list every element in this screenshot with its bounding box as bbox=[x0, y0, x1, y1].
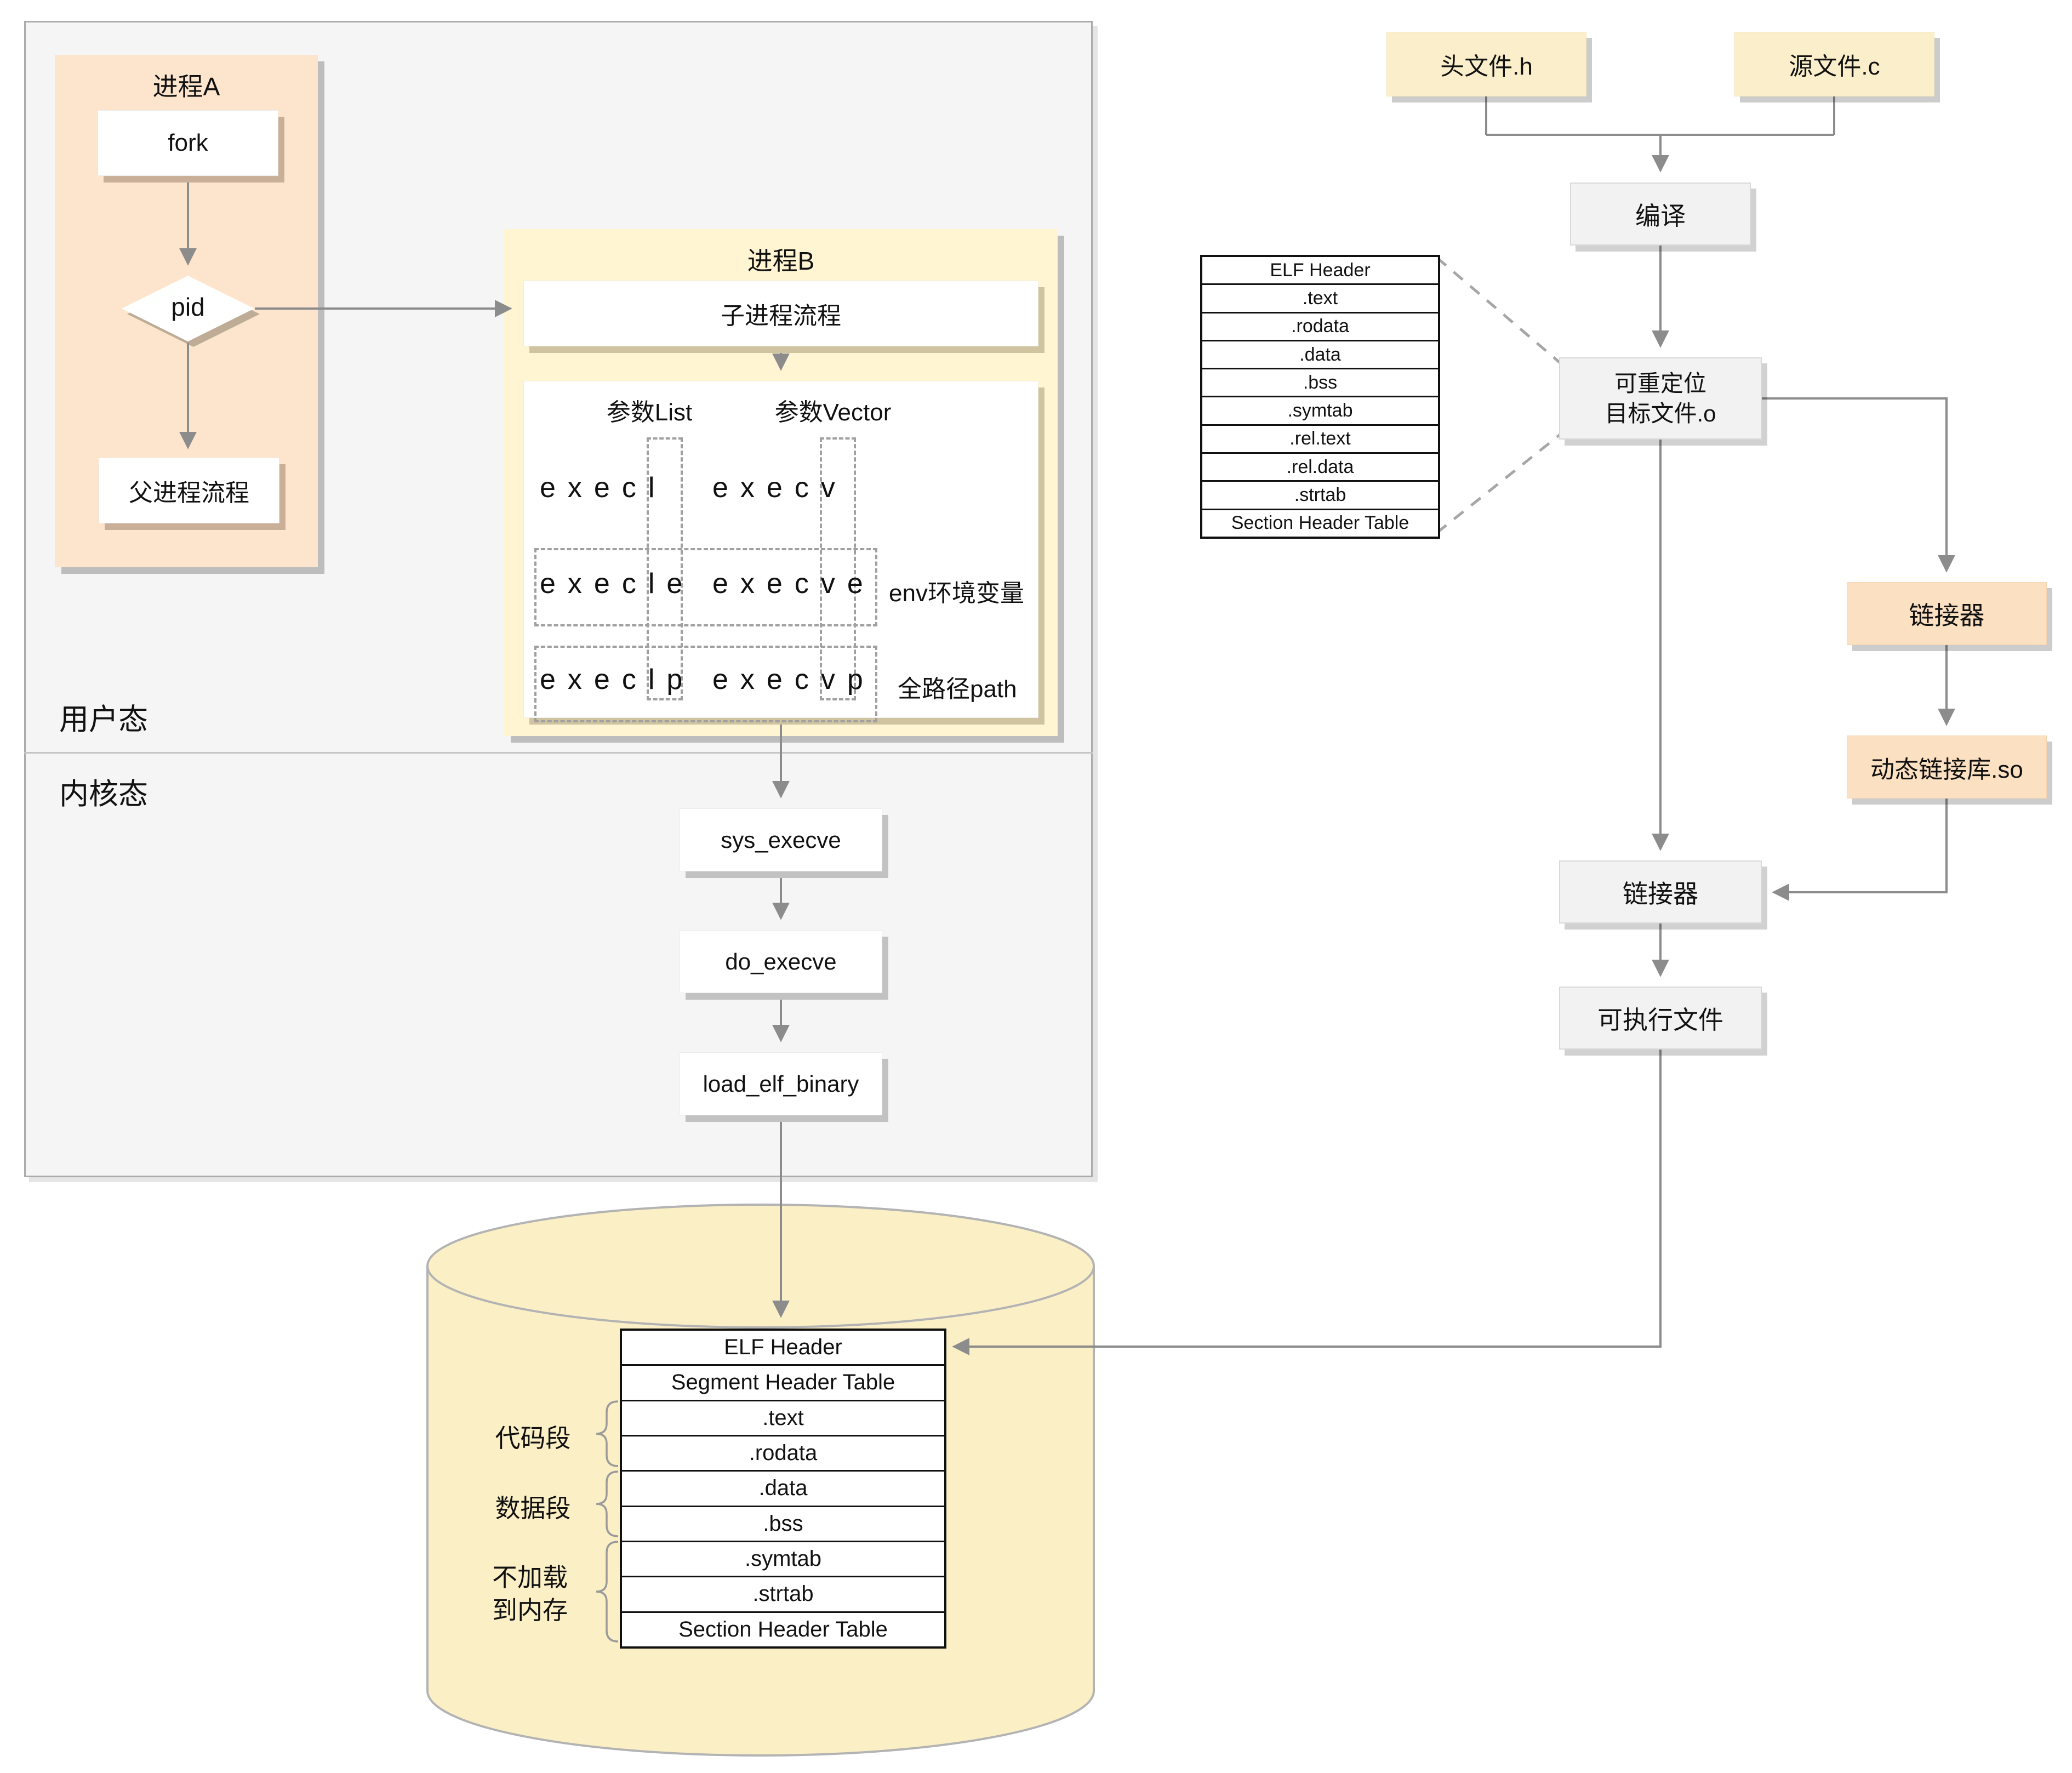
data-segment-brace bbox=[596, 1470, 619, 1537]
user-mode-label: 用户态 bbox=[59, 703, 148, 736]
linker-top-label: 链接器 bbox=[1909, 601, 1985, 630]
vector-arg-dashed-column bbox=[820, 437, 856, 700]
compile-node: 编译 bbox=[1570, 183, 1751, 246]
noload-label-line2: 到内存 bbox=[492, 1596, 568, 1624]
arrow-object-to-linker-top bbox=[1762, 397, 1955, 573]
table-row: ELF Header bbox=[1202, 257, 1438, 286]
fork-node: fork bbox=[98, 110, 278, 176]
path-note-label: 全路径path bbox=[898, 676, 1017, 703]
do-execve-node: do_execve bbox=[680, 930, 882, 993]
data-segment-label: 数据段 bbox=[495, 1494, 571, 1523]
table-row: .rel.data bbox=[1202, 454, 1438, 482]
table-row: .rel.text bbox=[1202, 426, 1438, 454]
table-row: .rodata bbox=[622, 1436, 944, 1472]
linker-bottom-node: 链接器 bbox=[1559, 860, 1762, 923]
table-row: .symtab bbox=[1202, 397, 1438, 426]
executable-node: 可执行文件 bbox=[1559, 987, 1762, 1050]
execve-text: execve bbox=[712, 568, 875, 600]
table-row: .rodata bbox=[1202, 313, 1438, 341]
path-suffix-dashed-row bbox=[534, 646, 877, 722]
executable-label: 可执行文件 bbox=[1597, 1005, 1723, 1034]
mode-divider bbox=[24, 752, 1093, 754]
table-row: Segment Header Table bbox=[622, 1366, 944, 1401]
param-vector-label: 参数Vector bbox=[774, 399, 892, 426]
relocatable-label-line1: 可重定位 bbox=[1614, 370, 1706, 396]
table-row: Section Header Table bbox=[678, 1617, 888, 1641]
segment-braces bbox=[596, 1400, 619, 1643]
noload-segment-brace bbox=[596, 1541, 619, 1643]
source-file-node: 源文件.c bbox=[1734, 32, 1934, 96]
execlp-text: execlp bbox=[540, 664, 695, 695]
load-elf-binary-label: load_elf_binary bbox=[703, 1070, 859, 1097]
fork-label: fork bbox=[168, 129, 208, 156]
code-segment-label: 代码段 bbox=[495, 1424, 571, 1452]
object-elf-table: ELF Header .text .rodata .data .bss .sym… bbox=[1200, 255, 1440, 539]
process-a-title: 进程A bbox=[152, 72, 220, 101]
env-suffix-dashed-row bbox=[534, 548, 877, 626]
child-flow-label: 子进程流程 bbox=[721, 303, 841, 329]
arrow-dynamiclib-to-linker-bottom bbox=[1772, 799, 1948, 901]
execle-text: execle bbox=[540, 568, 695, 600]
execv-text: execv bbox=[712, 472, 847, 504]
disk-elf-table: ELF Header Segment Header Table .text .r… bbox=[620, 1329, 946, 1649]
arrow-executable-to-elfheader bbox=[952, 1050, 1662, 1355]
source-file-label: 源文件.c bbox=[1789, 53, 1880, 80]
table-row: .text bbox=[622, 1401, 944, 1436]
table-row: ELF Header bbox=[622, 1331, 944, 1366]
load-elf-binary-node: load_elf_binary bbox=[680, 1052, 882, 1115]
do-execve-label: do_execve bbox=[725, 948, 837, 974]
header-file-node: 头文件.h bbox=[1386, 32, 1586, 96]
table-row: .strtab bbox=[1202, 482, 1438, 510]
table-row: .text bbox=[1202, 285, 1438, 313]
relocatable-label-line2: 目标文件.o bbox=[1605, 401, 1716, 426]
process-b-title: 进程B bbox=[747, 247, 815, 275]
linker-bottom-label: 链接器 bbox=[1623, 879, 1698, 908]
noload-label-line1: 不加载 bbox=[492, 1563, 568, 1592]
parent-flow-node: 父进程流程 bbox=[99, 458, 279, 523]
parent-flow-label: 父进程流程 bbox=[129, 480, 249, 506]
linker-top-node: 链接器 bbox=[1847, 582, 2047, 645]
table-row: .symtab bbox=[622, 1542, 944, 1578]
param-list-label: 参数List bbox=[606, 399, 693, 426]
sys-execve-label: sys_execve bbox=[721, 826, 841, 853]
code-segment-brace bbox=[596, 1400, 619, 1467]
table-row: Section Header Table bbox=[1231, 512, 1409, 534]
kernel-mode-label: 内核态 bbox=[59, 778, 148, 811]
dashed-explode-top bbox=[1436, 256, 1562, 364]
table-row: .bss bbox=[622, 1507, 944, 1542]
child-flow-node: 子进程流程 bbox=[523, 281, 1038, 346]
compile-label: 编译 bbox=[1635, 201, 1686, 230]
execl-text: execl bbox=[540, 472, 667, 504]
table-row: .strtab bbox=[622, 1577, 944, 1613]
header-file-label: 头文件.h bbox=[1440, 53, 1533, 80]
execvp-text: execvp bbox=[712, 664, 875, 695]
pid-diamond bbox=[122, 276, 260, 347]
list-arg-dashed-column bbox=[647, 437, 683, 700]
table-row: .data bbox=[1202, 341, 1438, 370]
dynamic-lib-label: 动态链接库.so bbox=[1870, 756, 2023, 783]
dashed-explode-bottom bbox=[1436, 433, 1562, 534]
dynamic-lib-node: 动态链接库.so bbox=[1847, 736, 2047, 799]
table-row: .data bbox=[622, 1472, 944, 1507]
table-row: .bss bbox=[1202, 369, 1438, 398]
env-note-label: env环境变量 bbox=[889, 580, 1024, 607]
pid-label: pid bbox=[171, 293, 205, 321]
sys-execve-node: sys_execve bbox=[680, 808, 882, 871]
relocatable-object-node: 可重定位 目标文件.o bbox=[1559, 357, 1762, 440]
